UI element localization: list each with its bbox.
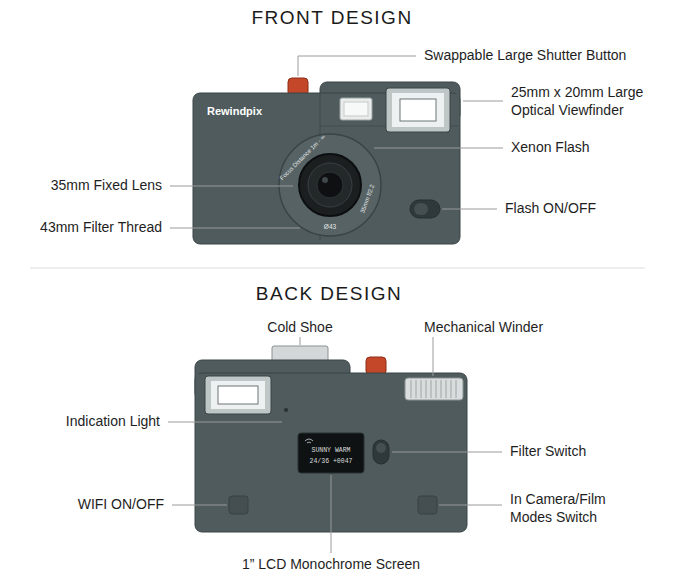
part-label: 43mm Filter Thread xyxy=(40,219,162,237)
lens-marking: Ø43 xyxy=(324,223,336,231)
screen-text: 24/36 +0047 xyxy=(310,458,353,466)
leader-lines xyxy=(168,56,503,553)
part-label: In Camera/Film Modes Switch xyxy=(510,491,630,526)
part-label: WIFI ON/OFF xyxy=(78,496,164,514)
brand-text: Rewindpix xyxy=(207,105,262,119)
section-heading: FRONT DESIGN xyxy=(251,6,412,30)
front-camera xyxy=(193,78,460,244)
part-label: 35mm Fixed Lens xyxy=(51,177,162,195)
part-label: Cold Shoe xyxy=(267,319,332,337)
part-label: 25mm x 20mm Large Optical Viewfinder xyxy=(511,84,671,119)
part-label: Xenon Flash xyxy=(511,139,590,157)
screen-text: SUNNY WARM xyxy=(311,447,350,455)
part-label: Mechanical Winder xyxy=(424,319,543,337)
part-label: Swappable Large Shutter Button xyxy=(424,47,626,65)
part-label: Indication Light xyxy=(66,413,160,431)
part-label: Filter Switch xyxy=(510,443,586,461)
divider-line xyxy=(30,268,645,269)
section-heading: BACK DESIGN xyxy=(256,282,402,306)
part-label: 1” LCD Monochrome Screen xyxy=(242,556,420,574)
part-label: Flash ON/OFF xyxy=(505,200,596,218)
